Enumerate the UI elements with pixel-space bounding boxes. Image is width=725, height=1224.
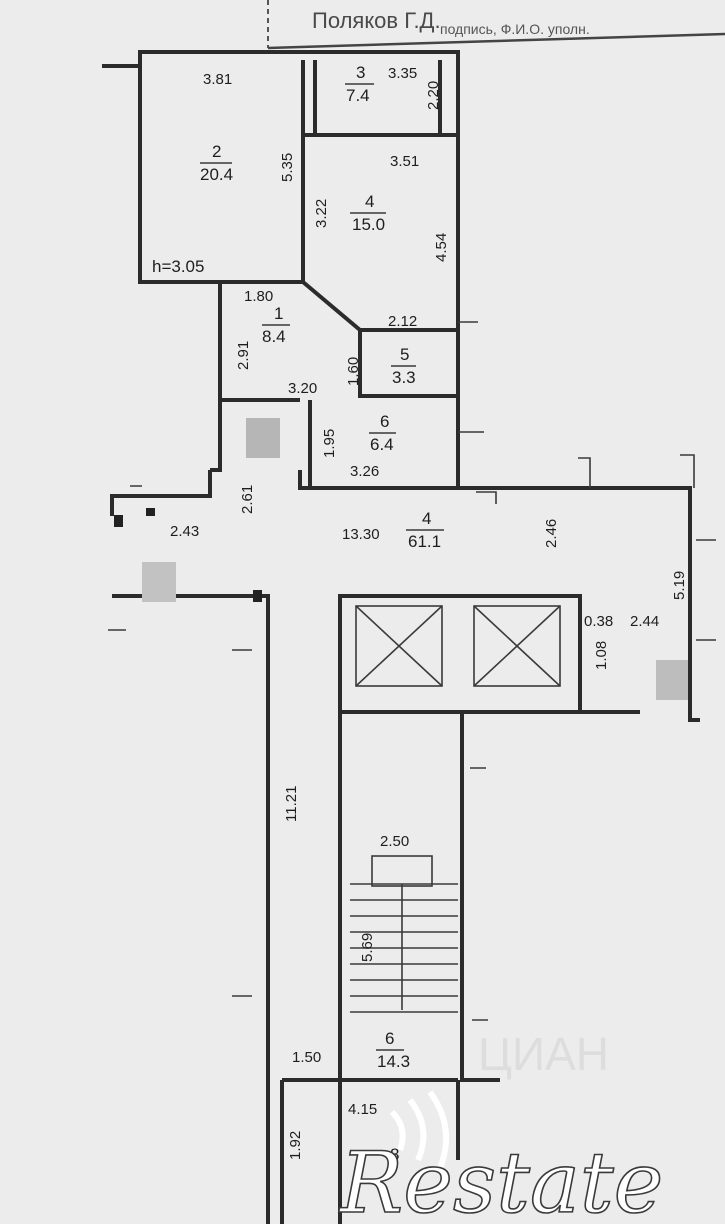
dimension: 1.60	[345, 357, 362, 386]
dimension: 2.12	[388, 313, 417, 330]
dimension: 1.08	[593, 641, 610, 670]
room-number: 2	[212, 142, 221, 161]
header-stamp: Поляков Г.Д. подпись, Ф.И.О. уполн.	[267, 0, 725, 50]
dimension: 1.80	[244, 288, 273, 305]
room-area: 14.3	[377, 1052, 410, 1071]
room-area: 7.4	[346, 86, 370, 105]
watermark-brand: Restate	[338, 1134, 663, 1224]
lift-shafts	[355, 605, 561, 687]
door-mark	[656, 660, 688, 700]
room-area: 15.0	[352, 215, 385, 234]
room-area: 20.4	[200, 165, 233, 184]
dimension: 1.92	[287, 1131, 304, 1160]
door-mark	[246, 418, 280, 458]
dimension: 2.46	[543, 519, 560, 548]
dimension: 2.43	[170, 523, 199, 540]
room-labels: 2 20.4 3 7.4 4 15.0 1 8.4 5 3.3 6 6.4 4 …	[152, 63, 444, 1164]
room-number: 8	[390, 1145, 399, 1164]
dimension: 5.69	[359, 933, 376, 962]
dimension-labels: 3.81 3.35 2.20 5.35 3.51 3.22 4.54 1.80 …	[170, 65, 688, 1160]
room-number: 6	[380, 412, 389, 431]
restate-watermark: Restate ЦИАН	[337, 1028, 664, 1224]
room-number: 3	[356, 63, 365, 82]
room-number: 4	[365, 192, 374, 211]
room-area: 3.3	[392, 368, 416, 387]
room-number: 4	[422, 509, 431, 528]
dimension: 4.54	[433, 233, 450, 262]
dimension: 2.61	[239, 485, 256, 514]
dimension: 3.22	[313, 199, 330, 228]
wall-stubs	[108, 321, 716, 1021]
ceiling-height: h=3.05	[152, 257, 204, 276]
dimension: 13.30	[342, 526, 380, 543]
dimension: 11.21	[283, 786, 300, 822]
watermark-faint: ЦИАН	[478, 1028, 609, 1080]
dimension: 3.26	[350, 463, 379, 480]
dimension: 4.15	[348, 1101, 377, 1118]
dimension: 3.20	[288, 380, 317, 397]
staircase	[350, 855, 458, 1013]
room-area: 6.4	[370, 435, 394, 454]
walls	[102, 50, 700, 1224]
dimension: 3.35	[388, 65, 417, 82]
dimension: 2.50	[380, 833, 409, 850]
room-number: 6	[385, 1029, 394, 1048]
dimension: 2.91	[235, 341, 252, 370]
dimension: 5.19	[671, 571, 688, 600]
room-number: 5	[400, 345, 409, 364]
dimension: 5.35	[279, 153, 296, 182]
dimension: 3.51	[390, 153, 419, 170]
room-area: 61.1	[408, 532, 441, 551]
room-number: 1	[274, 304, 283, 323]
header-name: Поляков Г.Д.	[312, 8, 441, 33]
dimension: 1.50	[292, 1049, 321, 1066]
room-area: 8.4	[262, 327, 286, 346]
dimension: 0.38	[584, 613, 613, 630]
dimension: 1.95	[321, 429, 338, 458]
header-caption: подпись, Ф.И.О. уполн.	[440, 21, 590, 37]
dimension: 3.81	[203, 71, 232, 88]
dimension: 2.20	[425, 81, 442, 110]
door-mark	[142, 562, 176, 602]
dimension: 2.44	[630, 613, 659, 630]
